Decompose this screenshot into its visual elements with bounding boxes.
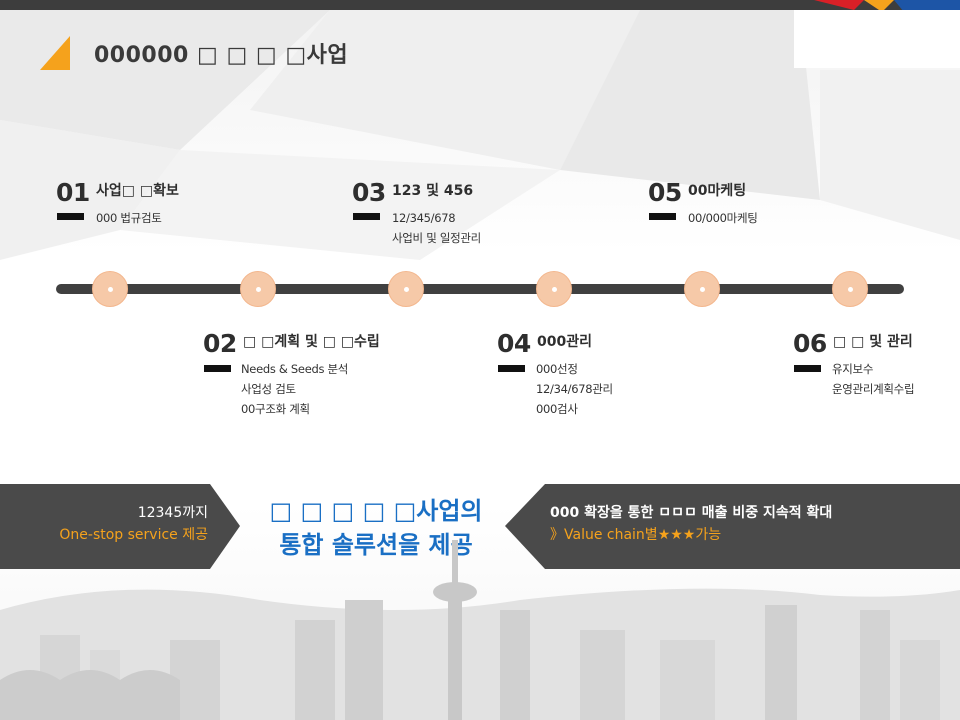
step-title: □ □ 및 관리	[833, 334, 913, 350]
orange-triangle-icon	[40, 36, 70, 70]
corner-logo	[794, 0, 960, 68]
timeline-line	[56, 284, 904, 294]
top-bar	[0, 0, 960, 10]
step-number: 02	[203, 329, 237, 358]
step-number: 05	[648, 178, 682, 207]
timeline-node-03	[388, 271, 424, 307]
timeline-node-04	[536, 271, 572, 307]
step-marker-bar	[649, 213, 676, 220]
step-title: 123 및 456	[392, 183, 474, 199]
timeline-node-05	[684, 271, 720, 307]
timeline-node-06	[832, 271, 868, 307]
banner-left-text: 12345까지 One-stop service 제공	[59, 505, 208, 543]
step-title: 000관리	[537, 334, 592, 350]
step-title: 사업□ □확보	[96, 183, 179, 199]
step-number: 04	[497, 329, 531, 358]
summary-banner	[0, 484, 960, 569]
page-title: 000000 □ □ □ □사업	[94, 43, 349, 68]
step-description: Needs & Seeds 분석 사업성 검토 00구조화 계획	[241, 362, 349, 416]
step-description: 000선정 12/34/678관리 000검사	[536, 362, 613, 416]
step-number: 06	[793, 329, 827, 358]
step-marker-bar	[353, 213, 380, 220]
banner-right-text: 000 확장을 통한 ㅁㅁㅁ 매출 비중 지속적 확대 》Value chain…	[550, 505, 833, 543]
step-description: 12/345/678 사업비 및 일정관리	[392, 211, 481, 245]
step-description: 000 법규검토	[96, 211, 162, 225]
step-marker-bar	[204, 365, 231, 372]
timeline-node-02	[240, 271, 276, 307]
step-marker-bar	[57, 213, 84, 220]
step-description: 00/000마케팅	[688, 211, 758, 225]
step-number: 01	[56, 178, 90, 207]
timeline-node-01	[92, 271, 128, 307]
step-marker-bar	[794, 365, 821, 372]
step-description: 유지보수 운영관리계획수립	[832, 362, 915, 396]
background-polygons	[0, 10, 960, 260]
step-title: □ □계획 및 □ □수립	[243, 334, 380, 350]
step-title: 00마케팅	[688, 183, 747, 199]
step-number: 03	[352, 178, 386, 207]
banner-center-text: □ □ □ □ □사업의 통합 솔루션을 제공	[269, 497, 483, 559]
page-header: 000000 □ □ □ □사업	[40, 36, 348, 70]
step-marker-bar	[498, 365, 525, 372]
city-skyline-illustration	[0, 540, 960, 720]
